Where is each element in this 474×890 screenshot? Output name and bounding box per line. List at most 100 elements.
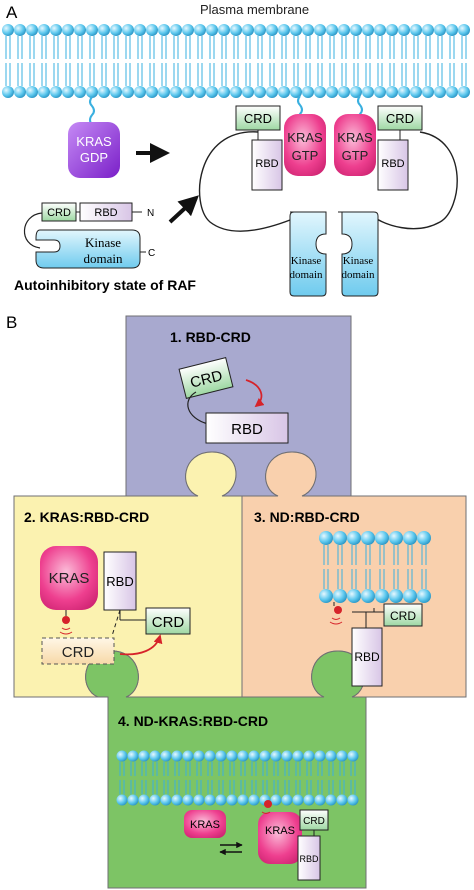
lipid-tail [101, 36, 107, 59]
lipid-head [14, 24, 26, 36]
piece-2-rbd [103, 551, 137, 611]
lipid-tail [262, 761, 268, 776]
raf-linker-left [198, 131, 301, 232]
kinase-right-bottom: domain [342, 269, 375, 281]
lipid-tail [141, 761, 147, 776]
piece-4-title: 4. ND-KRAS:RBD-CRD [118, 713, 268, 729]
lipid-tail [65, 63, 71, 86]
lipid-head [403, 531, 417, 545]
lipid-tail [449, 63, 455, 86]
lipid-head [138, 750, 150, 762]
lipid-head [314, 86, 326, 98]
lipid-head [242, 86, 254, 98]
kras-gtp-protein-right [334, 114, 376, 176]
lipid-tail [273, 761, 279, 776]
kras-gdp-protein [68, 122, 120, 178]
piece-2-title: 2. KRAS:RBD-CRD [24, 509, 149, 525]
lipid-head [338, 86, 350, 98]
kinase-autoinhibited [35, 229, 141, 269]
lipid-head [314, 24, 326, 36]
lipid-head [26, 24, 38, 36]
lipid-head [254, 86, 266, 98]
lipid-head [127, 794, 139, 806]
lipid-head [218, 86, 230, 98]
lipid-head [74, 86, 86, 98]
lipid-tail [323, 569, 329, 589]
membrane-label: Plasma membrane [200, 2, 309, 17]
crd-domain-right [377, 105, 423, 131]
lipid-head [422, 86, 434, 98]
piece-4-rbd [297, 835, 321, 881]
piece-2-lipid-tail [59, 610, 73, 635]
kinase-auto-top: Kinase [85, 235, 121, 250]
lipid-tail [305, 36, 311, 59]
lipid-head [278, 24, 290, 36]
release-arrow [168, 195, 199, 224]
piece-4-kras-free-label: KRAS [190, 819, 220, 831]
lipid-tail [152, 761, 158, 776]
autoinhibited-linker [23, 212, 43, 249]
kras-gdp-anchor [89, 96, 95, 126]
lipid-head [193, 794, 205, 806]
lipid-tail [218, 780, 224, 795]
lipid-tail [305, 63, 311, 86]
lipid-tail [413, 63, 419, 86]
lipid-tail [353, 63, 359, 86]
piece-3-crd-label: CRD [390, 609, 416, 623]
plasma-membrane [2, 24, 470, 98]
lipid-tail [365, 36, 371, 59]
crd-left-label: CRD [244, 111, 272, 126]
lipid-head [38, 86, 50, 98]
lipid-tail [119, 761, 125, 776]
lipid-head [193, 750, 205, 762]
lipid-tail [317, 63, 323, 86]
lipid-tail [393, 545, 399, 565]
lipid-head [266, 86, 278, 98]
piece-4-membrane [116, 750, 359, 806]
kras-gtp-right-top: KRAS [337, 130, 373, 145]
lipid-tail [317, 780, 323, 795]
lipid-head [215, 794, 227, 806]
piece-2-crd-bound-label: CRD [152, 614, 185, 631]
lipid-tail [149, 63, 155, 86]
piece-3-membrane [319, 531, 431, 603]
lipid-head [374, 86, 386, 98]
kras-gtp-protein-left [284, 114, 326, 176]
lipid-tail [350, 780, 356, 795]
lipid-head [226, 794, 238, 806]
lipid-tail [281, 63, 287, 86]
lipid-head [326, 86, 338, 98]
piece-2-kras-label: KRAS [49, 570, 90, 587]
lipid-tail [197, 36, 203, 59]
lipid-head [325, 750, 337, 762]
lipid-head [62, 24, 74, 36]
piece-3-rbd-label: RBD [354, 650, 380, 664]
lipid-head [422, 24, 434, 36]
lipid-tail [389, 63, 395, 86]
lipid-head [226, 750, 238, 762]
lipid-tail [421, 569, 427, 589]
lipid-tail [240, 761, 246, 776]
lipid-head [326, 24, 338, 36]
lipid-tail [317, 761, 323, 776]
lipid-head [350, 86, 362, 98]
lipid-head [170, 24, 182, 36]
lipid-head [134, 24, 146, 36]
lipid-tail [407, 545, 413, 565]
lipid-tail [125, 63, 131, 86]
lipid-head [303, 794, 315, 806]
lipid-head [237, 750, 249, 762]
lipid-tail [293, 63, 299, 86]
lipid-head [375, 589, 389, 603]
lipid-tail [251, 780, 257, 795]
lipid-tail [113, 63, 119, 86]
lipid-head [338, 24, 350, 36]
lipid-tail [306, 761, 312, 776]
lipid-tail [130, 780, 136, 795]
lipid-head [410, 24, 422, 36]
piece-1-linker [187, 391, 209, 425]
lipid-head [336, 750, 348, 762]
lipid-head [110, 24, 122, 36]
kras-gtp-right-bottom: GTP [342, 148, 369, 163]
